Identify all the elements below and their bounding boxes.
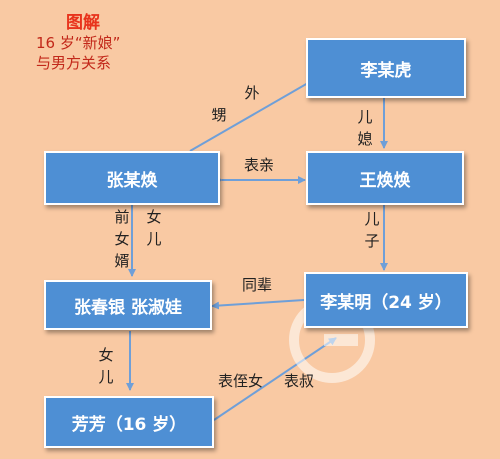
label-qiannvxu: 前女婿: [114, 208, 130, 270]
node-li-mouhu: 李某虎: [306, 38, 466, 98]
title-line-2: 16 岁“新娘”: [36, 34, 121, 53]
label-tongbei: 同辈: [242, 276, 273, 294]
label-sheng: 甥: [211, 106, 227, 124]
label-nver-right: 女儿: [146, 208, 162, 248]
node-fangfang: 芳芳（16 岁）: [44, 396, 214, 448]
node-li-mouming: 李某明（24 岁）: [304, 272, 468, 328]
node-zhang-mouhuan: 张某焕: [44, 151, 220, 205]
label-erzi: 儿子: [364, 210, 380, 250]
node-wang-huanhuan: 王焕焕: [306, 151, 464, 205]
label-biaoqin: 表亲: [244, 156, 275, 174]
label-biaoshu: 表叔: [284, 372, 315, 390]
edge-li-mouhu-to-zhang-mouhuan: [189, 82, 309, 152]
label-nver-left: 女儿: [98, 346, 114, 386]
diagram-title: 图解 16 岁“新娘” 与男方关系: [36, 12, 120, 73]
title-line-3: 与男方关系: [36, 53, 112, 72]
title-main: 图解: [66, 13, 100, 33]
label-erxi-2: 媳: [357, 130, 373, 148]
label-wai: 外: [244, 84, 260, 102]
edge-li-mouming-to-zhang-chunyin: [211, 299, 305, 310]
label-erxi-1: 儿: [357, 108, 373, 126]
edge-fangfang-li-mouming: [205, 337, 337, 428]
label-biaozhinv: 表侄女: [218, 372, 264, 390]
node-zhang-chunyin-zhang-shuwa: 张春银 张淑娃: [44, 280, 212, 330]
